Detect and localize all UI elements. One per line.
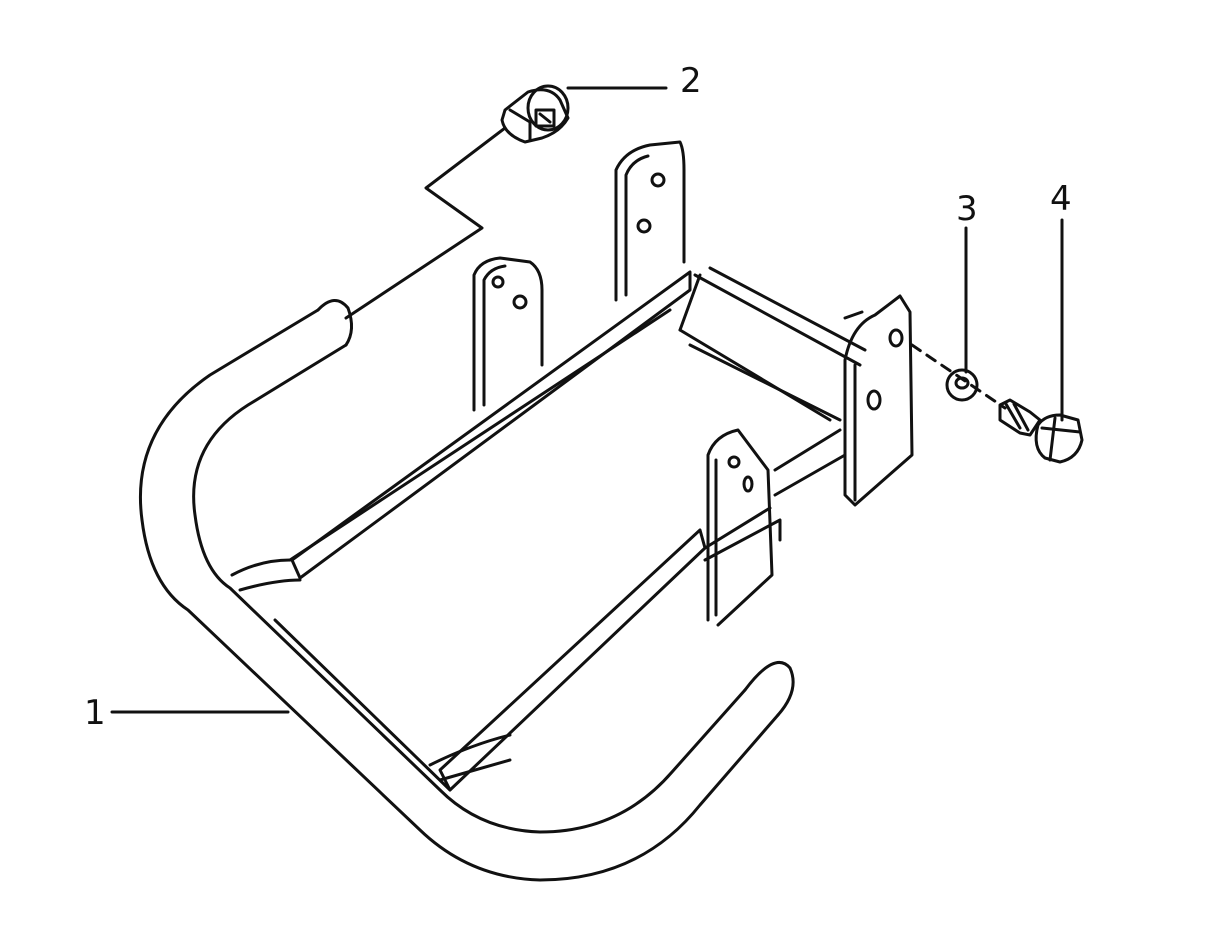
tubular-guard-frame: [140, 300, 793, 880]
assembly-axis-dashed: [912, 345, 1005, 408]
hex-bolt-part: [1000, 400, 1082, 462]
mounting-bracket-rear-right: [616, 142, 684, 300]
mounting-bracket-front-right: [845, 296, 912, 505]
callout-number-1: 1: [84, 693, 106, 733]
rubber-bush-part: [502, 86, 568, 142]
mounting-bracket-front-left: [708, 430, 772, 625]
leader-line-part2-to-frame: [346, 128, 505, 318]
callout-number-4: 4: [1050, 179, 1072, 219]
mounting-tray: [275, 268, 865, 790]
callout-number-3: 3: [956, 189, 978, 229]
mounting-bracket-rear-left: [474, 258, 542, 410]
callout-number-2: 2: [680, 61, 702, 101]
